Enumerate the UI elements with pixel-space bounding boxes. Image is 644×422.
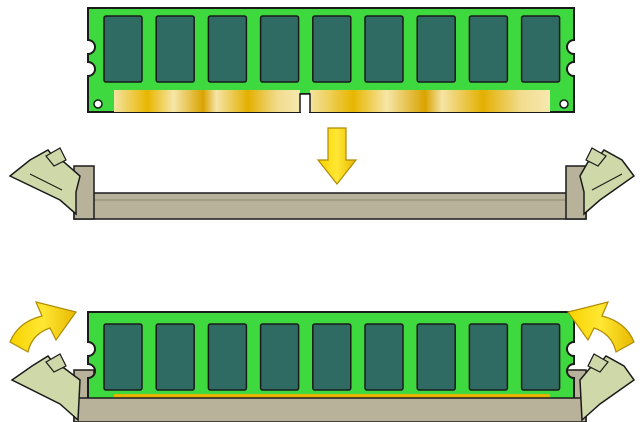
memory-chip xyxy=(103,15,143,83)
module-hole-left xyxy=(93,99,103,109)
memory-chip xyxy=(416,323,456,391)
memory-chip xyxy=(259,323,300,391)
memory-chip xyxy=(520,323,561,391)
curved-arrow-left-icon xyxy=(9,301,78,353)
module-contacts-left xyxy=(114,90,300,112)
memory-chip xyxy=(103,323,143,391)
memory-module xyxy=(87,7,575,113)
module-chips-seated xyxy=(103,323,561,391)
module-hole-right xyxy=(559,99,569,109)
clip-right-closing xyxy=(579,355,636,422)
memory-chip xyxy=(364,323,404,391)
memory-chip xyxy=(155,323,195,391)
memory-chip xyxy=(468,323,509,391)
memory-chip xyxy=(312,323,352,391)
module-chips xyxy=(103,15,561,83)
memory-chip xyxy=(155,15,195,83)
clip-left-closing xyxy=(10,355,81,422)
key-notch xyxy=(299,93,311,112)
panel-lock xyxy=(9,301,636,422)
memory-chip xyxy=(259,15,300,83)
slot-body xyxy=(73,192,587,220)
memory-chip xyxy=(468,15,509,83)
dimm-slot-open xyxy=(8,147,636,220)
module-contacts-right xyxy=(310,90,550,112)
arrow-down-icon xyxy=(316,127,358,185)
memory-chip xyxy=(312,15,352,83)
panel-insert xyxy=(8,7,636,220)
memory-chip xyxy=(364,15,404,83)
memory-module-seated xyxy=(87,311,575,401)
memory-chip xyxy=(416,15,456,83)
memory-chip xyxy=(207,15,248,83)
memory-chip xyxy=(207,323,248,391)
memory-chip xyxy=(520,15,561,83)
slot-body-bottom xyxy=(73,397,587,422)
curved-arrow-right-icon xyxy=(566,301,635,353)
